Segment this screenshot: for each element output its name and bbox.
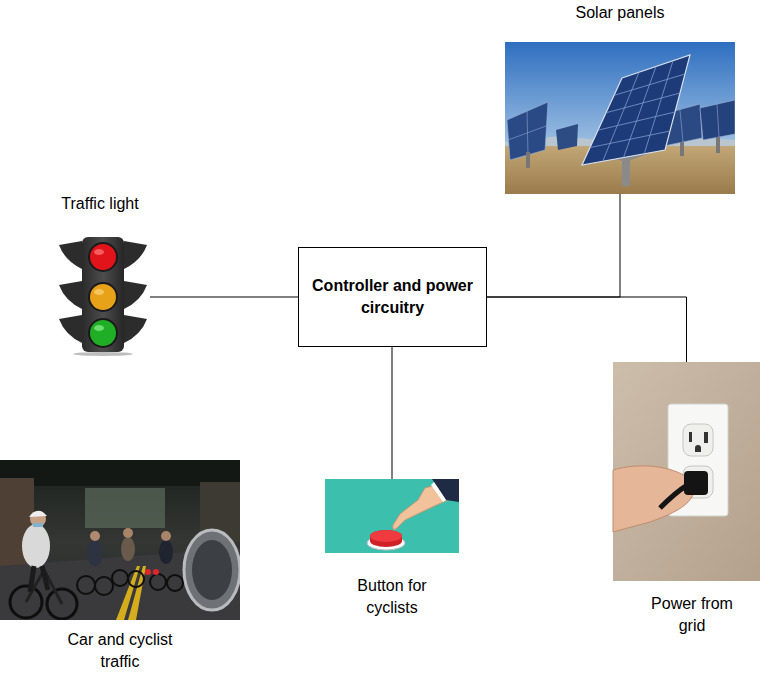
traffic-light-icon (94, 289, 104, 295)
image-caption: Traffic light (61, 193, 138, 215)
solar-photo (505, 42, 735, 194)
wall-outlet-photo (613, 466, 694, 532)
street-photo (30, 511, 46, 527)
street-photo (150, 531, 183, 591)
push-button-icon (325, 479, 459, 553)
street-photo (153, 569, 159, 575)
image-node: Button for cyclists (325, 479, 459, 619)
solar-photo (603, 72, 639, 161)
street-photo (123, 528, 133, 538)
street-photo (150, 574, 166, 590)
connector-line (392, 347, 393, 479)
push-button-icon (431, 482, 446, 502)
street-photo (87, 540, 103, 566)
image-caption: Power from grid (642, 593, 742, 637)
traffic-light-icon (94, 325, 104, 331)
push-button-icon (370, 530, 402, 542)
solar-photo (582, 55, 690, 165)
street-photo (159, 540, 173, 564)
connector-line (487, 194, 620, 297)
wall-outlet-photo (683, 466, 713, 498)
street-photo (128, 566, 146, 620)
traffic-light-icon (82, 237, 124, 352)
traffic-light-icon (59, 315, 82, 343)
street-photo (30, 566, 48, 592)
solar-photo (717, 104, 719, 137)
street-photo (161, 531, 171, 541)
street-photo (0, 460, 240, 620)
street-photo (128, 571, 144, 587)
street-photo (77, 576, 95, 594)
traffic-light-icon (90, 284, 116, 310)
street-photo (85, 488, 165, 528)
wall-outlet-photo (704, 432, 708, 443)
wall-outlet-photo (660, 486, 686, 508)
solar-photo (556, 124, 578, 150)
image-caption: Car and cyclist traffic (50, 629, 190, 673)
street-photo (90, 531, 100, 541)
street-photo (29, 511, 47, 517)
solar-photo (614, 74, 685, 95)
wall-outlet-photo (689, 432, 692, 442)
solar-photo (590, 131, 670, 148)
street-photo (112, 528, 144, 587)
street-photo (184, 530, 240, 610)
wall-outlet-photo (613, 362, 760, 581)
push-button-icon (370, 530, 402, 547)
connector-line (487, 297, 687, 362)
solar-photo (680, 110, 683, 142)
solar-photo (624, 67, 657, 158)
solar-photo (700, 100, 735, 140)
solar-photo (606, 93, 680, 113)
traffic-light-icon (90, 244, 116, 270)
street-photo (95, 577, 113, 595)
image-node: Solar panels (505, 2, 735, 194)
street-photo (112, 570, 128, 586)
solar-photo (598, 112, 675, 130)
push-button-icon (325, 479, 459, 553)
street-photo (77, 531, 113, 595)
solar-photo (644, 61, 673, 154)
traffic-light-icon (124, 315, 147, 343)
traffic-light-icon (88, 318, 118, 348)
image-node: Traffic light (55, 193, 150, 355)
wall-outlet-photo (684, 471, 708, 495)
image-caption: Solar panels (576, 2, 665, 24)
street-photo (192, 540, 232, 600)
traffic-light-icon (59, 281, 82, 309)
solar-photo (716, 137, 720, 153)
traffic-light-icon (124, 241, 147, 269)
solar-photo (508, 126, 546, 140)
traffic-light-icon (88, 242, 118, 272)
wall-outlet-photo (695, 445, 701, 452)
traffic-light-icon (73, 352, 133, 356)
solar-photo (680, 142, 684, 156)
image-node: Power from grid (613, 362, 760, 637)
push-button-icon (432, 479, 459, 502)
solar-photo (507, 102, 548, 160)
street-photo (121, 537, 135, 561)
street-photo (145, 569, 151, 575)
solar-photo (505, 42, 735, 194)
traffic-light-icon (88, 282, 118, 312)
street-photo (22, 524, 50, 568)
traffic-light-icon (124, 281, 147, 309)
street-photo (33, 523, 43, 527)
box-label: Controller and power circuitry (307, 275, 478, 319)
traffic-light-icon (59, 241, 82, 269)
process-box: Controller and power circuitry (298, 247, 487, 347)
street-photo (167, 575, 183, 591)
wall-outlet-photo (613, 362, 760, 581)
street-photo (0, 460, 240, 620)
wall-outlet-photo (683, 424, 713, 456)
image-caption: Button for cyclists (342, 575, 442, 619)
traffic-light-icon (94, 249, 104, 255)
solar-photo (526, 152, 530, 168)
traffic-light-icon (59, 237, 147, 356)
connector-line (150, 297, 298, 298)
traffic-light-icon (90, 320, 116, 346)
image-node: Car and cyclist traffic (0, 460, 240, 673)
